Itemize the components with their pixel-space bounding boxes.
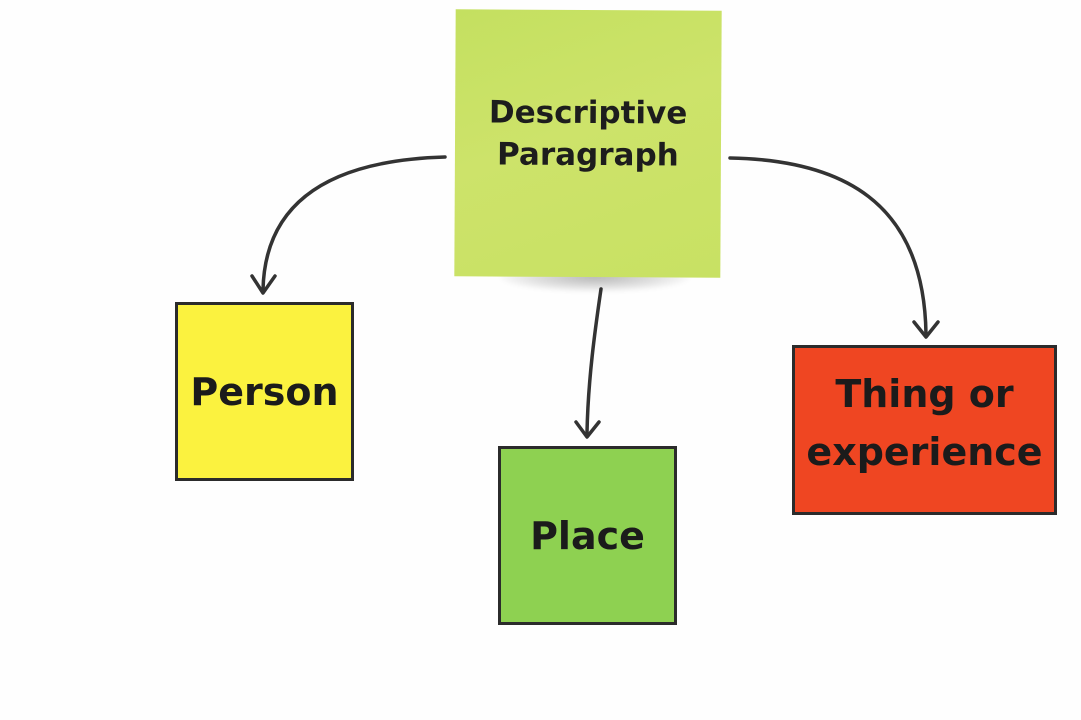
arrowhead-place	[574, 420, 601, 439]
arrow-to-place	[585, 287, 603, 435]
arrowhead-person	[250, 274, 277, 295]
arrow-to-thing	[728, 156, 928, 336]
node-person: Person	[175, 302, 354, 481]
sticky-note-descriptive-paragraph: Descriptive Paragraph	[454, 9, 722, 278]
node-place: Place	[498, 446, 677, 625]
node-person-label: Person	[190, 369, 339, 414]
node-thing-line-1: Thing or	[835, 372, 1014, 416]
node-thing-line-2: experience	[806, 430, 1043, 474]
node-place-label: Place	[530, 513, 645, 558]
arrowhead-thing	[912, 320, 940, 339]
sticky-note-text: Descriptive Paragraph	[489, 91, 688, 176]
node-thing-label: Thing or experience	[806, 365, 1042, 481]
arrow-to-person	[261, 155, 447, 292]
sticky-note-line-1: Descriptive	[488, 93, 688, 132]
node-thing-or-experience: Thing or experience	[792, 345, 1057, 515]
sticky-note-line-2: Paragraph	[497, 136, 679, 173]
